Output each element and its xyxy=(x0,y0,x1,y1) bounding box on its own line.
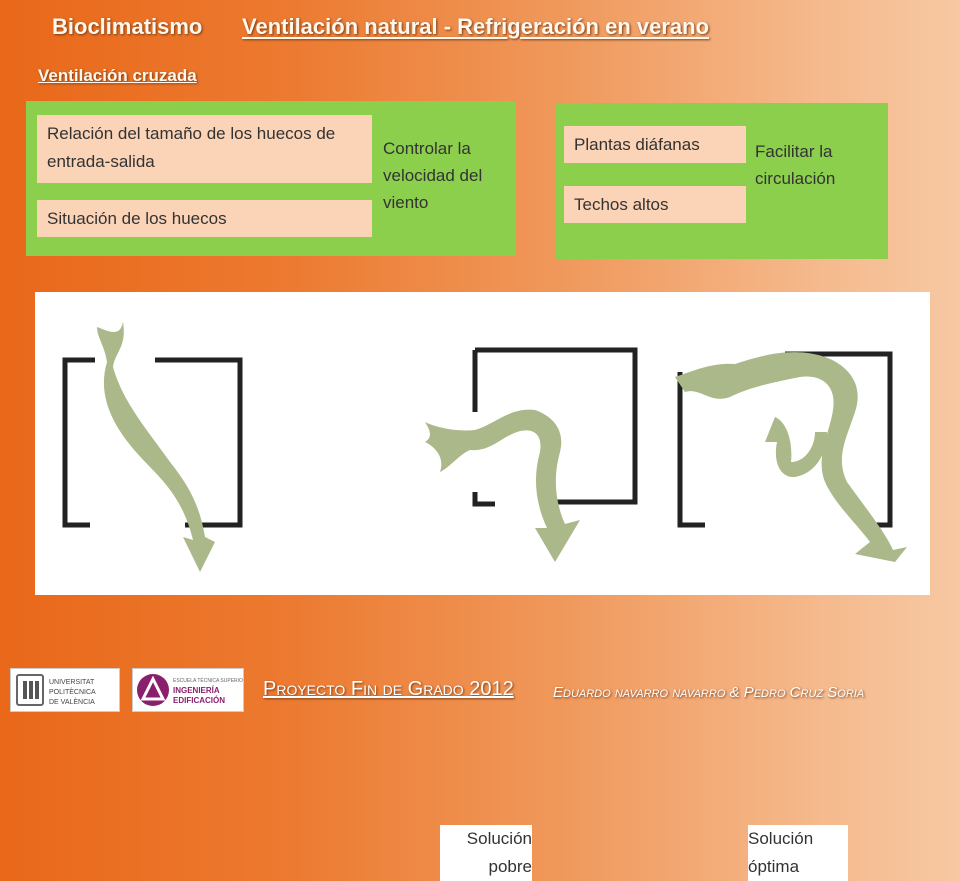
airflow-2 xyxy=(425,409,580,562)
room-2-top-right-wall xyxy=(475,347,638,505)
caption-optimal-solution: Solución óptima xyxy=(748,825,848,881)
caption-poor-solution: Solución pobre xyxy=(440,825,532,881)
svg-text:UNIVERSITAT: UNIVERSITAT xyxy=(49,679,95,686)
room-2 xyxy=(472,347,638,507)
left-result-text: Controlar la velocidad del viento xyxy=(383,139,483,212)
ventilation-figure: Solución pobre Solución óptima xyxy=(35,292,930,881)
airflow-3 xyxy=(675,352,907,562)
escuela-logo: ESCUELA TÉCNICA SUPERIOR INGENIERÍA EDIF… xyxy=(132,668,247,712)
svg-text:DE VALÈNCIA: DE VALÈNCIA xyxy=(49,697,95,706)
chip-open-plan: Plantas diáfanas xyxy=(564,126,746,163)
upv-logo: UNIVERSITAT POLITÈCNICA DE VALÈNCIA xyxy=(10,668,120,712)
authors: Eduardo navarro navarro & Pedro Cruz Sor… xyxy=(553,684,865,701)
svg-text:ESCUELA TÉCNICA SUPERIOR: ESCUELA TÉCNICA SUPERIOR xyxy=(173,677,243,684)
project-title: Proyecto Fin de Grado 2012 xyxy=(263,678,514,700)
airflow-diagrams xyxy=(62,322,907,572)
airflow-1 xyxy=(97,322,215,572)
svg-text:INGENIERÍA: INGENIERÍA xyxy=(173,686,220,695)
room-1 xyxy=(62,357,243,528)
section-subtitle: Ventilación cruzada xyxy=(38,66,197,85)
chip-opening-location: Situación de los huecos xyxy=(37,200,372,237)
room-3-left-wall xyxy=(677,372,705,528)
room-2-left-wall-lower xyxy=(472,492,495,507)
svg-text:POLITÈCNICA: POLITÈCNICA xyxy=(49,687,96,696)
chip-high-ceilings: Techos altos xyxy=(564,186,746,223)
room-1-right-wall xyxy=(155,357,243,528)
svg-text:EDIFICACIÓN: EDIFICACIÓN xyxy=(173,696,225,705)
page-title: Ventilación natural - Refrigeración en v… xyxy=(242,14,710,39)
right-result-text: Facilitar la circulación xyxy=(755,142,836,188)
chip-opening-size: Relación del tamaño de los huecos de ent… xyxy=(37,115,372,183)
room-1-left-wall xyxy=(62,357,95,528)
topic-title: Bioclimatismo xyxy=(52,14,203,39)
